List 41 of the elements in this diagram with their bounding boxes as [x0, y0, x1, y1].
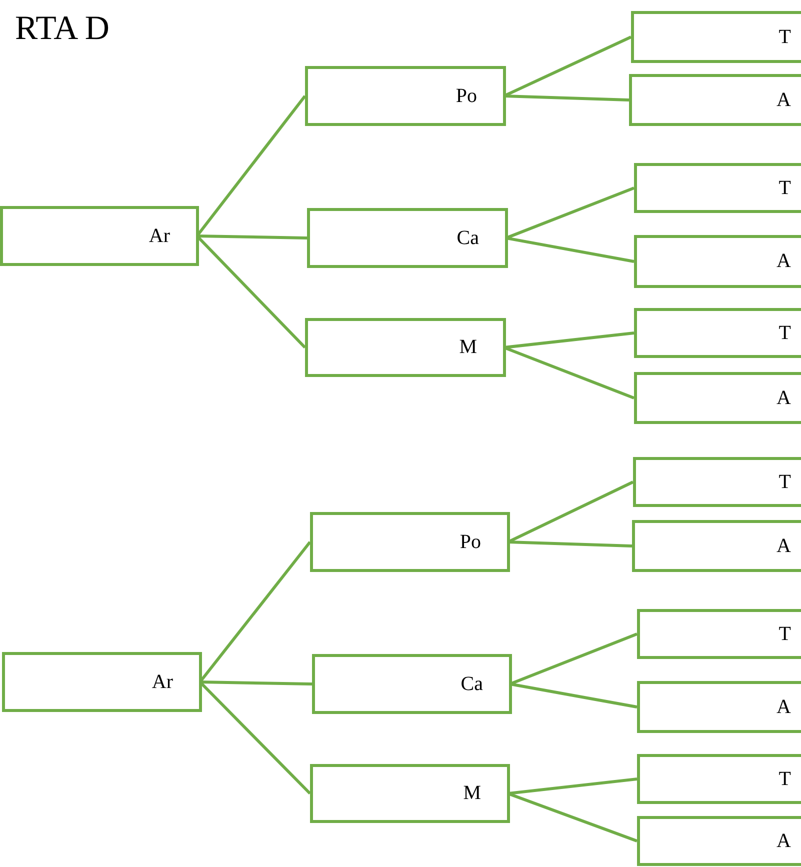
node-label: Ar — [152, 670, 173, 694]
node-label: A — [776, 250, 791, 273]
node-label: T — [778, 26, 791, 48]
node-label: A — [776, 88, 791, 112]
node-label: T — [778, 622, 791, 646]
node-label: A — [776, 386, 791, 410]
tree-box — [2, 652, 202, 712]
tree-box — [634, 235, 801, 288]
node-label: Ar — [148, 224, 170, 248]
tree-box — [634, 372, 801, 424]
node-label: A — [776, 696, 791, 718]
tree-box — [633, 457, 801, 507]
tree-box — [632, 520, 801, 572]
tree-box — [310, 512, 510, 572]
tree-box — [629, 74, 801, 126]
tree-box — [637, 681, 801, 733]
node-label: A — [776, 534, 791, 558]
node-label: T — [778, 768, 791, 790]
tree-box — [631, 11, 801, 63]
node-label: Ca — [460, 672, 483, 696]
node-label: Po — [460, 530, 481, 554]
node-label: T — [778, 470, 791, 494]
tree-box — [312, 654, 512, 714]
node-label: T — [778, 322, 791, 344]
node-label: Po — [456, 84, 477, 108]
tree-box — [637, 754, 801, 804]
tree-box — [307, 208, 508, 268]
tree-box — [310, 764, 510, 823]
tree-box — [305, 66, 506, 126]
node-label: M — [459, 336, 477, 359]
node-label: A — [776, 830, 791, 852]
node-label: T — [778, 176, 791, 200]
tree-box — [634, 163, 801, 213]
diagram-title: RTA D — [15, 10, 110, 48]
node-label: Ca — [456, 226, 479, 250]
tree-box — [305, 318, 506, 377]
tree-box — [634, 308, 801, 358]
tree-box — [0, 206, 199, 266]
tree-box — [637, 816, 801, 866]
node-label: M — [463, 782, 481, 805]
tree-box — [637, 609, 801, 659]
